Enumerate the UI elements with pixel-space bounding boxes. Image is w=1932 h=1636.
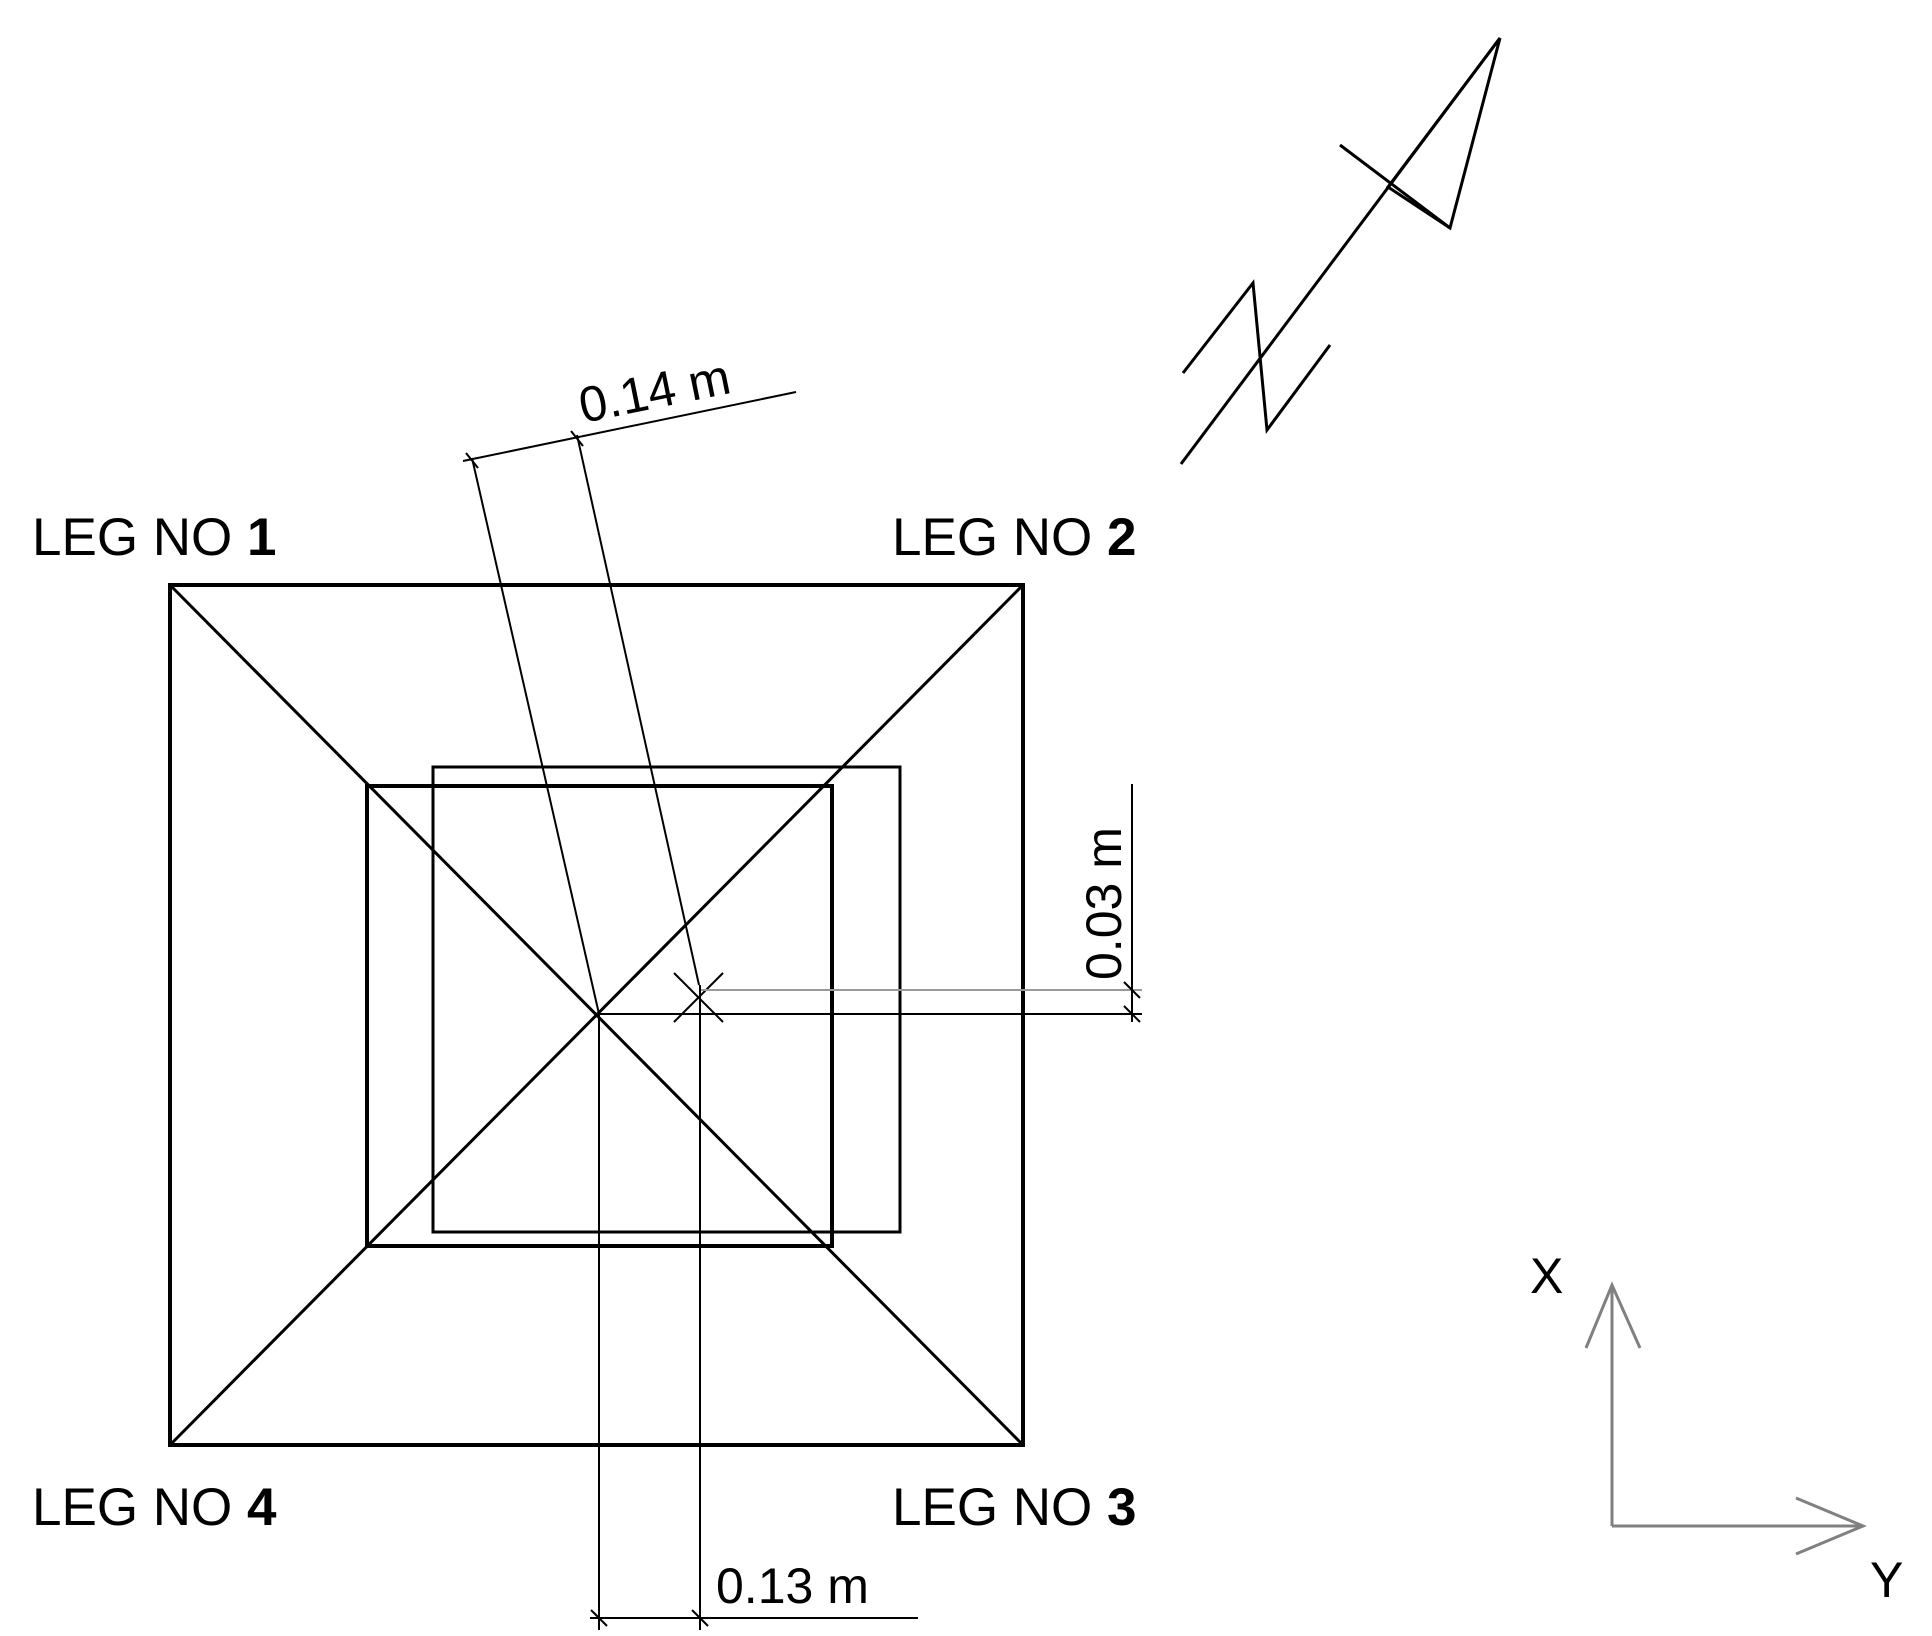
leg-label-1: LEG NO 1: [32, 508, 277, 567]
axis-label-y: Y: [1870, 1552, 1903, 1608]
dimension-offset-x: [599, 784, 1142, 1023]
diagonal-leg4-leg2: [168, 583, 1025, 1447]
leg-label-3: LEG NO 3: [892, 1478, 1137, 1537]
dimension-offset-y: [590, 985, 918, 1630]
axis-label-x: X: [1530, 1248, 1563, 1304]
dimension-offset-total: [462, 391, 797, 1015]
dimension-offset-x-label: 0.03 m: [1076, 827, 1132, 980]
leg-label-2: LEG NO 2: [892, 508, 1137, 567]
inner-square-offset: [431, 765, 902, 1234]
xy-axis-icon: [1584, 1281, 1867, 1556]
north-arrow-icon: [1179, 37, 1502, 465]
leg-label-4: LEG NO 4: [32, 1478, 277, 1537]
dimension-offset-y-label: 0.13 m: [716, 1558, 869, 1614]
